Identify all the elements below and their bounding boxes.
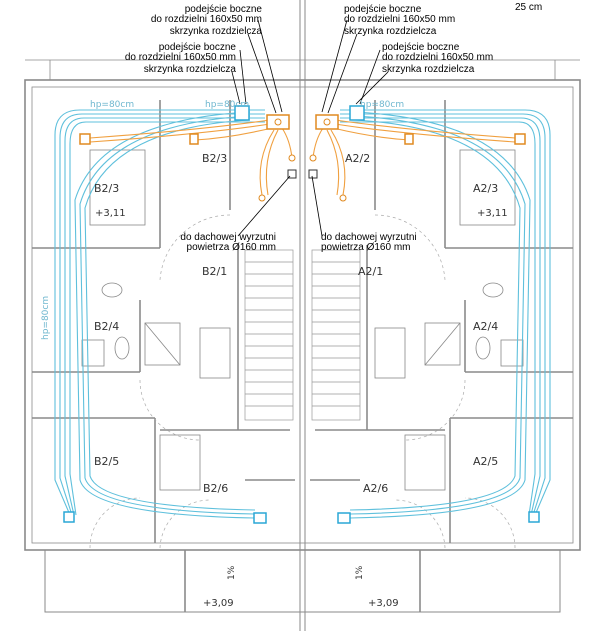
side-connection-label-top: podejście boczne [185,4,263,15]
side-connection-label-mid: podejście boczne [382,42,460,53]
room-label: B2/6 [203,482,228,495]
slope-marks: 1% 1% [227,565,365,580]
annotations-left: podejście boczne do rozdzielni 160x50 mm… [125,4,276,253]
room-label: A2/6 [363,482,388,495]
leader-lines [231,19,389,237]
supply-ducts-left [54,109,265,519]
supply-ducts-right [340,109,551,519]
room-labels-left: B2/3 B2/3 B2/1 B2/4 B2/5 B2/6 [94,152,228,495]
ceiling-height-tags: hp=80cm hp=80cm hp=80cm hp=80cm [41,100,404,340]
roof-vent-label: do dachowej wyrzutni [321,232,417,243]
distribution-box-label-mid: skrzynka rozdzielcza [382,64,475,75]
room-labels-right: A2/2 A2/3 A2/1 A2/4 A2/5 A2/6 [345,152,498,495]
side-connection-size-mid: do rozdzielni 160x50 mm [382,52,493,63]
bathroom-fixtures [81,149,524,491]
room-label: B2/1 [202,265,227,278]
ceiling-height: hp=80cm [205,100,249,110]
building-walls [24,0,581,631]
side-connection-size-top: do rozdzielni 160x50 mm [344,14,455,25]
level-mark: +3,11 [95,208,126,219]
side-connection-size-mid: do rozdzielni 160x50 mm [125,52,236,63]
staircase-left [244,249,294,421]
ceiling-height: hp=80cm [41,296,51,340]
room-label: B2/3 [94,182,119,195]
side-connection-size-top: do rozdzielni 160x50 mm [151,14,262,25]
roof-vent-size: powietrza Ø160 mm [321,242,410,253]
annotations-right: podejście boczne do rozdzielni 160x50 mm… [321,4,493,253]
side-connection-label-top: podejście boczne [344,4,422,15]
level-mark: +3,09 [368,598,399,609]
room-label: B2/5 [94,455,119,468]
distribution-boxes [63,105,540,524]
roof-vent-size: powietrza Ø160 mm [187,242,276,253]
level-mark: +3,09 [203,598,234,609]
door-swings [89,214,516,549]
side-connection-label-mid: podejście boczne [159,42,237,53]
room-label: B2/3 [202,152,227,165]
slope-mark: 1% [355,565,365,580]
scale-label: 25 cm [515,2,542,13]
staircase-right [311,249,361,421]
room-label: A2/4 [473,320,498,333]
slope-mark: 1% [227,565,237,580]
ceiling-height: hp=80cm [90,100,134,110]
room-label: A2/5 [473,455,498,468]
level-mark: +3,11 [477,208,508,219]
room-label: B2/4 [94,320,119,333]
level-marks: +3,11 +3,11 +3,09 +3,09 [95,208,508,609]
roof-vent-label: do dachowej wyrzutni [180,232,276,243]
distribution-box-label-top: skrzynka rozdzielcza [344,26,437,37]
room-label: A2/2 [345,152,370,165]
room-label: A2/3 [473,182,498,195]
distribution-box-label-mid: skrzynka rozdzielcza [144,64,237,75]
distribution-box-label-top: skrzynka rozdzielcza [170,26,263,37]
ceiling-height: hp=80cm [360,100,404,110]
room-label: A2/1 [358,265,383,278]
